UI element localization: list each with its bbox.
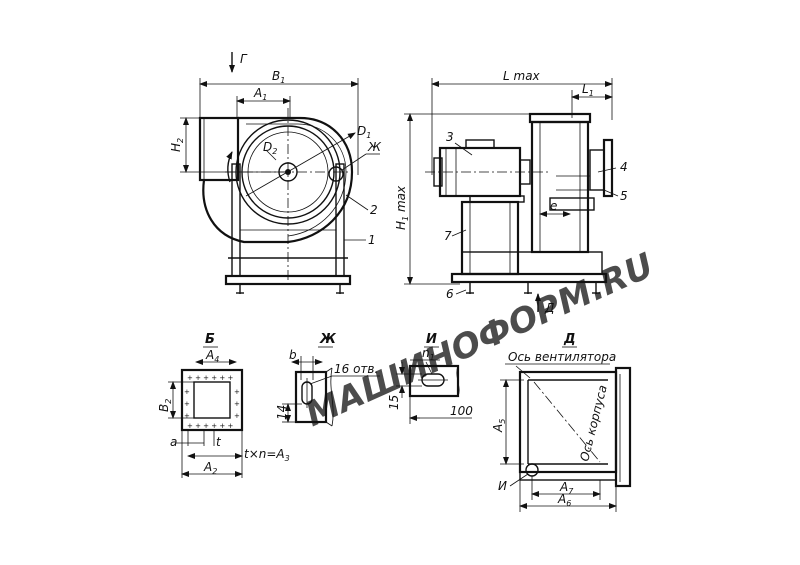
dim-a4-label: A4 [205, 348, 219, 364]
view-i: И n1 15 100 [387, 332, 473, 424]
dim-t-label: t [216, 435, 222, 449]
dim-d1-label: D1 [357, 124, 371, 140]
dim-l1-label: L1 [582, 82, 594, 98]
dim-b2-label: B2 [157, 399, 173, 412]
callout-4: 4 [620, 160, 628, 174]
svg-text:+ + + + + +: + + + + + + [187, 422, 233, 430]
dim-e-label: e [550, 199, 557, 213]
arrow-g-label: Г [240, 52, 248, 66]
svg-text:+: + [234, 400, 240, 408]
view-d: Д Ось вентилятора И Ось корпуса A5 A7 [491, 332, 632, 512]
i-mark-label: И [498, 479, 507, 493]
callout-3: 3 [446, 130, 454, 144]
callout-1: 1 [368, 233, 376, 247]
svg-text:+: + [184, 388, 190, 396]
callout-5: 5 [620, 189, 628, 203]
dim-a7-label: A7 [559, 480, 574, 496]
dim-d2-label: D2 [263, 140, 277, 156]
view-b: Б A4 + + + + + + + + + + + + + + + + + +… [157, 332, 290, 478]
dim-lmax-label: L max [503, 69, 541, 83]
dim-a6-label: A6 [557, 492, 571, 508]
callout-6: 6 [446, 287, 454, 301]
svg-text:+: + [184, 400, 190, 408]
view-zh: Ж b 16 отв. 14 [275, 332, 380, 427]
dim-b1-label: B1 [272, 69, 285, 85]
dim-h1max-label: H1 max [394, 185, 410, 230]
formula-label: t×n=A3 [244, 447, 290, 463]
dim-100-label: 100 [450, 404, 473, 418]
front-view: Г B1 A1 H2 D1 D2 [169, 52, 382, 294]
callout-7: 7 [444, 229, 452, 243]
side-view: L max L1 H1 max e [394, 69, 628, 315]
dim-a-label: a [170, 435, 177, 449]
dim-15-label: 15 [387, 395, 401, 410]
dim-a1-label: A1 [253, 86, 267, 102]
zh-label: Ж [367, 140, 382, 154]
fan-axis-label: Ось вентилятора [508, 350, 616, 364]
view-d-title: Д [563, 332, 576, 347]
body-axis-label: Ось корпуса [577, 384, 609, 463]
dim-14-label: 14 [275, 405, 289, 420]
flange-holes: + + + + + + + + + + + + + + + + + + [184, 374, 240, 430]
holes-label: 16 отв. [334, 362, 378, 376]
svg-text:+: + [234, 412, 240, 420]
svg-text:+: + [234, 388, 240, 396]
view-i-title: И [426, 332, 437, 347]
dim-b-label: b [289, 348, 297, 362]
view-b-title: Б [205, 332, 215, 347]
view-zh-title: Ж [319, 332, 337, 347]
arrow-d-label: Д [544, 301, 554, 315]
svg-text:+: + [184, 412, 190, 420]
dim-a2-label: A2 [203, 460, 217, 476]
callout-2: 2 [370, 203, 378, 217]
dim-h2-label: H2 [169, 138, 185, 152]
dim-n1-label: n1 [422, 346, 435, 362]
svg-text:+ + + + + +: + + + + + + [187, 374, 233, 382]
dim-a5-label: A5 [491, 419, 507, 433]
